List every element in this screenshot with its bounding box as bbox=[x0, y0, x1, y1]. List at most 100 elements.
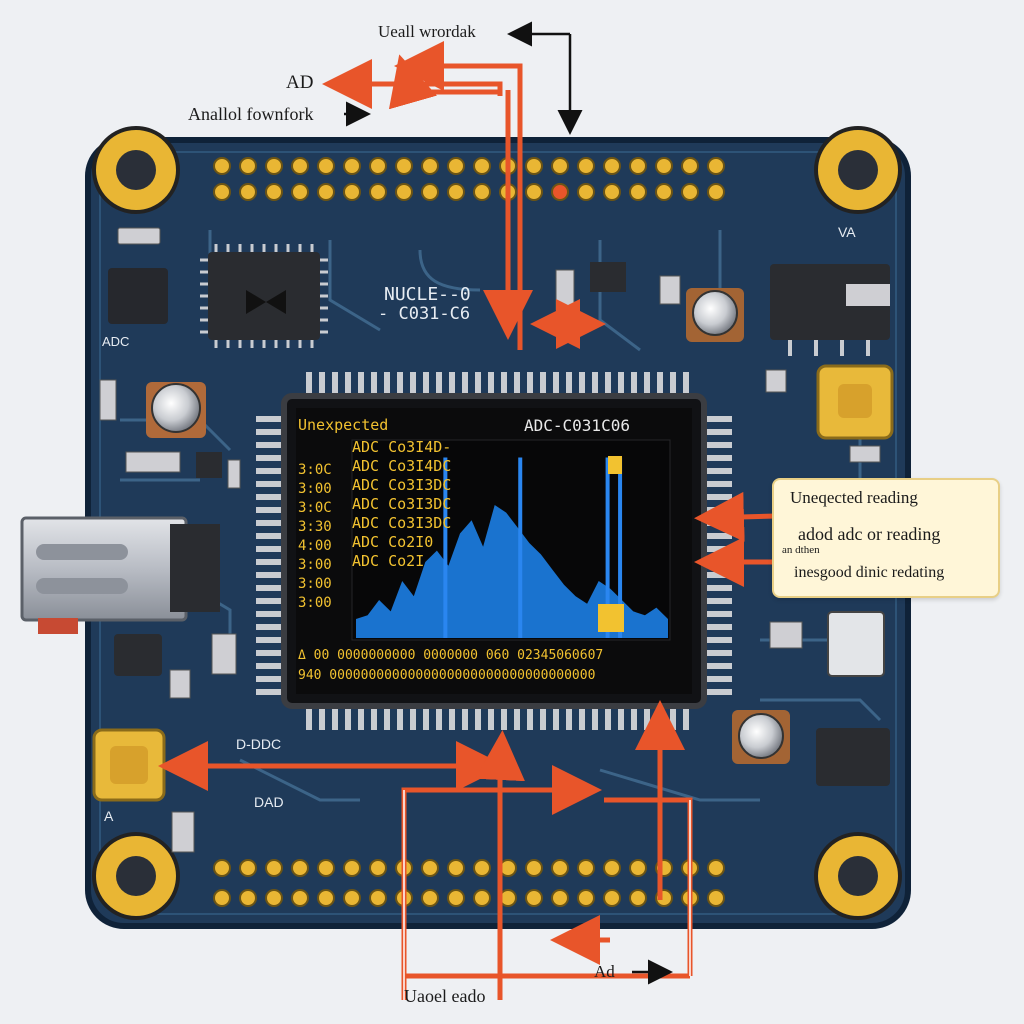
header-pin bbox=[239, 157, 257, 175]
chip-lead bbox=[397, 708, 403, 730]
signal-spike bbox=[618, 457, 623, 638]
header-pin bbox=[629, 183, 647, 201]
chip-lead bbox=[706, 455, 732, 461]
chip-lead bbox=[256, 689, 282, 695]
label-top-left: Anallol fownfork bbox=[188, 104, 314, 124]
signal-spikes bbox=[443, 457, 623, 638]
chip-lead bbox=[256, 598, 282, 604]
black-pointer-arrows bbox=[344, 21, 673, 985]
chip-lead bbox=[462, 708, 468, 730]
chip-lead bbox=[371, 708, 377, 730]
chip-lead bbox=[706, 624, 732, 630]
header-pin bbox=[447, 859, 465, 877]
header-pin bbox=[707, 157, 725, 175]
bottom-header-pins bbox=[213, 859, 725, 907]
screen-row-label: 3:0C bbox=[298, 500, 332, 516]
chip-lead bbox=[358, 372, 364, 394]
chip-lead bbox=[553, 708, 559, 730]
chip-lead bbox=[706, 598, 732, 604]
label-bottom-right: Ad bbox=[594, 962, 615, 981]
header-pin bbox=[317, 157, 335, 175]
board-silkscreen-sub: - C031-C6 bbox=[378, 304, 471, 324]
header-pin bbox=[629, 889, 647, 907]
screen-reading-row: ADC Co3I4DC bbox=[352, 457, 452, 475]
potentiometer-left bbox=[146, 382, 206, 438]
header-pin bbox=[213, 157, 231, 175]
chip-lead bbox=[488, 372, 494, 394]
chip-lead bbox=[256, 442, 282, 448]
signal-spike bbox=[443, 457, 448, 638]
chip-lead bbox=[706, 546, 732, 552]
smd-component bbox=[108, 268, 168, 324]
chip-lead bbox=[488, 708, 494, 730]
header-pin bbox=[265, 859, 283, 877]
chip-lead bbox=[256, 507, 282, 513]
header-pin bbox=[213, 183, 231, 201]
chip-lead bbox=[527, 372, 533, 394]
chip-lead bbox=[579, 708, 585, 730]
header-pin bbox=[525, 157, 543, 175]
label-top-mid: AD bbox=[286, 72, 314, 93]
potentiometer-top-right bbox=[686, 288, 744, 342]
chip-lead bbox=[683, 372, 689, 394]
header-pin bbox=[577, 157, 595, 175]
chip-lead bbox=[706, 416, 732, 422]
header-pin bbox=[369, 889, 387, 907]
mounting-holes bbox=[92, 126, 902, 920]
chip-lead bbox=[592, 372, 598, 394]
chip-lead bbox=[256, 429, 282, 435]
header-pin bbox=[525, 889, 543, 907]
potentiometer-bottom-right bbox=[732, 710, 790, 764]
chip-lead bbox=[514, 372, 520, 394]
signal-spike bbox=[518, 457, 523, 638]
header-pin bbox=[707, 859, 725, 877]
chip-lead bbox=[540, 372, 546, 394]
header-pin bbox=[343, 859, 361, 877]
header-pin bbox=[655, 183, 673, 201]
header-pin bbox=[447, 889, 465, 907]
chip-lead bbox=[256, 546, 282, 552]
screen-reading-row: ADC Co2I0 bbox=[352, 533, 434, 551]
top-header-pins bbox=[213, 157, 725, 201]
chip-lead bbox=[475, 708, 481, 730]
arrow-top-mid bbox=[388, 54, 503, 110]
chip-lead bbox=[410, 708, 416, 730]
signal-spike bbox=[605, 457, 610, 638]
chip-lead bbox=[592, 708, 598, 730]
header-pin bbox=[395, 183, 413, 201]
chip-lead bbox=[256, 455, 282, 461]
header-pin bbox=[577, 889, 595, 907]
chip-lead bbox=[618, 708, 624, 730]
screen-row-label: 3:00 bbox=[298, 481, 332, 497]
screen-row-label: 3:00 bbox=[298, 557, 332, 573]
header-pin bbox=[343, 183, 361, 201]
header-pin bbox=[369, 859, 387, 877]
label-bottom-left: Uaoel eado bbox=[404, 986, 486, 1006]
chip-lead bbox=[527, 708, 533, 730]
usb-connector bbox=[20, 516, 220, 634]
header-pin bbox=[707, 183, 725, 201]
header-pin bbox=[291, 183, 309, 201]
header-pin bbox=[551, 183, 569, 201]
header-pin bbox=[629, 157, 647, 175]
chip-lead bbox=[332, 708, 338, 730]
chip-lead bbox=[306, 708, 312, 730]
label-top-right: Ueall wrordak bbox=[378, 22, 476, 41]
chip-lead bbox=[371, 372, 377, 394]
signal-spectrum bbox=[356, 505, 668, 638]
chip-lead bbox=[423, 372, 429, 394]
header-pin bbox=[291, 859, 309, 877]
chip-lead bbox=[306, 372, 312, 394]
label-va: VA bbox=[838, 224, 856, 240]
chip-lead bbox=[436, 708, 442, 730]
screen-row-label: 3:00 bbox=[298, 595, 332, 611]
chip-lead bbox=[397, 372, 403, 394]
header-pin bbox=[421, 183, 439, 201]
header-pin bbox=[681, 157, 699, 175]
header-pin bbox=[317, 889, 335, 907]
header-pin bbox=[603, 889, 621, 907]
chip-lead bbox=[256, 637, 282, 643]
chip-lead bbox=[410, 372, 416, 394]
chip-lead bbox=[706, 520, 732, 526]
